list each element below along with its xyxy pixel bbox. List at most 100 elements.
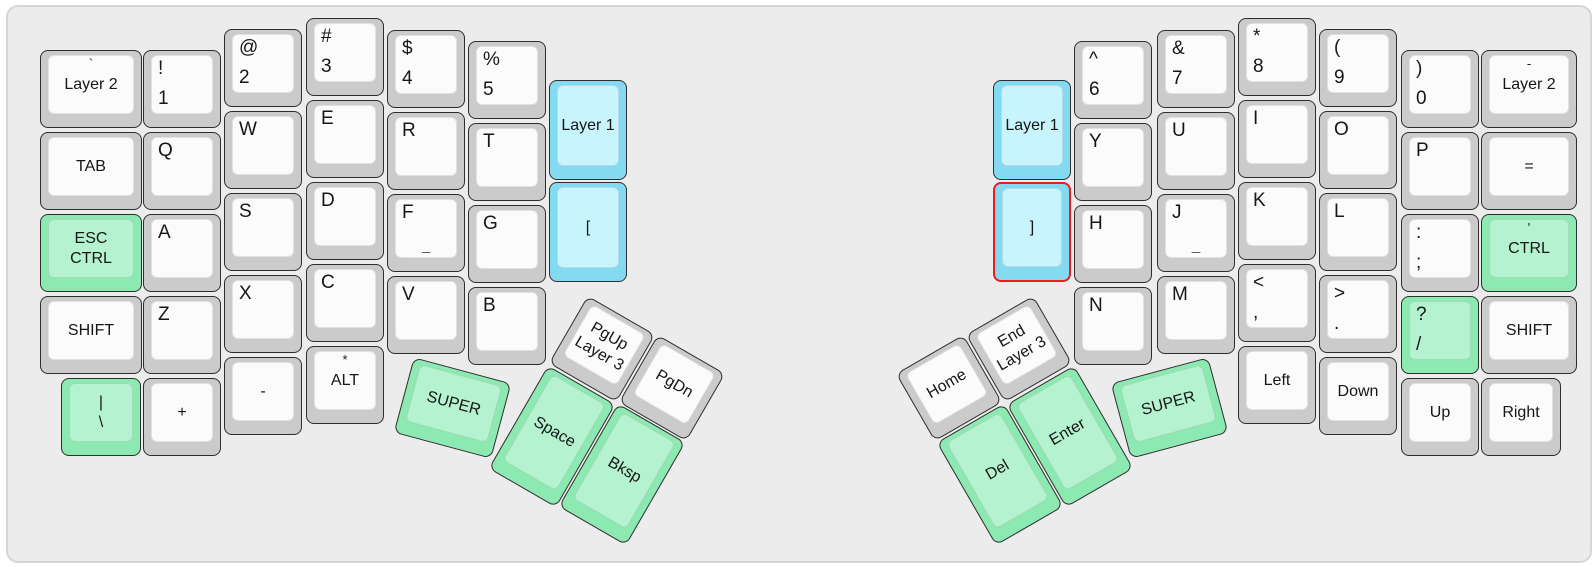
keycap-top: -	[232, 362, 294, 421]
key-7[interactable]: &7	[1157, 30, 1235, 108]
key-h[interactable]: H	[1074, 205, 1152, 283]
keycap-top: *8	[1246, 23, 1308, 82]
key-tab[interactable]: TAB	[40, 132, 142, 210]
keycap-top: R	[395, 117, 457, 176]
key-legend-line: Left	[1263, 371, 1291, 389]
key-legend-center: Home	[907, 344, 987, 423]
key-super-right[interactable]: SUPER	[1110, 357, 1229, 459]
key-g[interactable]: G	[468, 205, 546, 283]
key-legend-line: ESC	[74, 229, 108, 247]
key-5[interactable]: %5	[468, 41, 546, 119]
key-alt[interactable]: *ALT	[306, 346, 384, 424]
key-legend-primary: W	[239, 119, 257, 140]
key-semicolon[interactable]: :;	[1401, 214, 1479, 292]
key-6[interactable]: ^6	[1074, 41, 1152, 119]
keycap-top: Z	[151, 301, 213, 360]
key-layer2-left[interactable]: `Layer 2	[40, 50, 142, 128]
key-e[interactable]: E	[306, 100, 384, 178]
key-legend-secondary: /	[1416, 334, 1422, 355]
key-legend-center: SUPER	[1121, 365, 1216, 442]
key-2[interactable]: @2	[224, 29, 302, 107]
key-i[interactable]: I	[1238, 100, 1316, 178]
key-b[interactable]: B	[468, 287, 546, 365]
key-plus[interactable]: +	[143, 378, 221, 456]
key-legend-line: -	[260, 382, 266, 400]
key-q[interactable]: Q	[143, 132, 221, 210]
key-shift-right[interactable]: SHIFT	[1481, 296, 1577, 374]
key-9[interactable]: (9	[1319, 29, 1397, 107]
key-o[interactable]: O	[1319, 111, 1397, 189]
key-legend-center: =	[1490, 138, 1568, 195]
key-legend-secondary: .	[1334, 313, 1340, 334]
keycap-top: &7	[1165, 35, 1227, 94]
key-u[interactable]: U	[1157, 112, 1235, 190]
key-s[interactable]: S	[224, 193, 302, 271]
key-j[interactable]: J_	[1157, 194, 1235, 272]
key-p[interactable]: P	[1401, 132, 1479, 210]
key-legend-primary: C	[321, 272, 335, 293]
key-comma[interactable]: <,	[1238, 264, 1316, 342]
key-shift-left[interactable]: SHIFT	[40, 296, 142, 374]
key-legend-line: PgDn	[652, 366, 697, 402]
key-arrow-left[interactable]: Left	[1238, 346, 1316, 424]
key-slash[interactable]: ?/	[1401, 296, 1479, 374]
keycap-top: Y	[1082, 128, 1144, 187]
key-quote-ctrl[interactable]: 'CTRL	[1481, 214, 1577, 292]
key-arrow-up[interactable]: Up	[1401, 378, 1479, 456]
key-legend-primary: ^	[1089, 49, 1098, 70]
key-r[interactable]: R	[387, 112, 465, 190]
key-period[interactable]: >.	[1319, 275, 1397, 353]
key-v[interactable]: V	[387, 276, 465, 354]
keycap-top: *ALT	[314, 351, 376, 410]
key-0[interactable]: )0	[1401, 50, 1479, 128]
key-l[interactable]: L	[1319, 193, 1397, 271]
key-4[interactable]: $4	[387, 30, 465, 108]
keycap-top: -Layer 2	[1489, 55, 1569, 114]
key-legend-primary: $	[402, 38, 413, 59]
keycap-top: @2	[232, 34, 294, 93]
keycap-top: Layer 1	[1001, 85, 1063, 166]
key-layer1-right[interactable]: Layer 1	[993, 80, 1071, 180]
key-d[interactable]: D	[306, 182, 384, 260]
key-3[interactable]: #3	[306, 18, 384, 96]
key-x[interactable]: X	[224, 275, 302, 353]
key-1[interactable]: !1	[143, 50, 221, 128]
key-layer2-right[interactable]: -Layer 2	[1481, 50, 1577, 128]
key-8[interactable]: *8	[1238, 18, 1316, 96]
key-k[interactable]: K	[1238, 182, 1316, 260]
key-t[interactable]: T	[468, 123, 546, 201]
key-right-bracket[interactable]: ]	[993, 182, 1071, 282]
key-legend-small: -	[1526, 56, 1532, 71]
key-layer1-left[interactable]: Layer 1	[549, 80, 627, 180]
keycap-top: H	[1082, 210, 1144, 269]
keycap-top: G	[476, 210, 538, 269]
key-equals[interactable]: =	[1481, 132, 1577, 210]
key-n[interactable]: N	[1074, 287, 1152, 365]
keycap-top: <,	[1246, 269, 1308, 328]
key-left-bracket[interactable]: [	[549, 182, 627, 282]
key-m[interactable]: M	[1157, 276, 1235, 354]
key-super-left[interactable]: SUPER	[393, 357, 512, 459]
key-pipe-backslash[interactable]: |\	[61, 378, 141, 456]
key-c[interactable]: C	[306, 264, 384, 342]
keycap-top: $4	[395, 35, 457, 94]
key-w[interactable]: W	[224, 111, 302, 189]
key-minus[interactable]: -	[224, 357, 302, 435]
keycap-top: Layer 1	[557, 85, 619, 166]
keycap-top: SHIFT	[48, 301, 134, 360]
key-legend-primary: L	[1334, 201, 1345, 222]
key-f[interactable]: F_	[387, 194, 465, 272]
key-legend-secondary: ;	[1416, 252, 1422, 273]
keycap-top: J_	[1165, 199, 1227, 258]
key-a[interactable]: A	[143, 214, 221, 292]
keycap-top: V	[395, 281, 457, 340]
key-legend-primary: V	[402, 284, 415, 305]
key-y[interactable]: Y	[1074, 123, 1152, 201]
key-arrow-down[interactable]: Down	[1319, 357, 1397, 435]
keycap-top: U	[1165, 117, 1227, 176]
key-z[interactable]: Z	[143, 296, 221, 374]
keycap-top: I	[1246, 105, 1308, 164]
key-arrow-right[interactable]: Right	[1481, 378, 1561, 456]
keycap-top: Up	[1409, 383, 1471, 442]
